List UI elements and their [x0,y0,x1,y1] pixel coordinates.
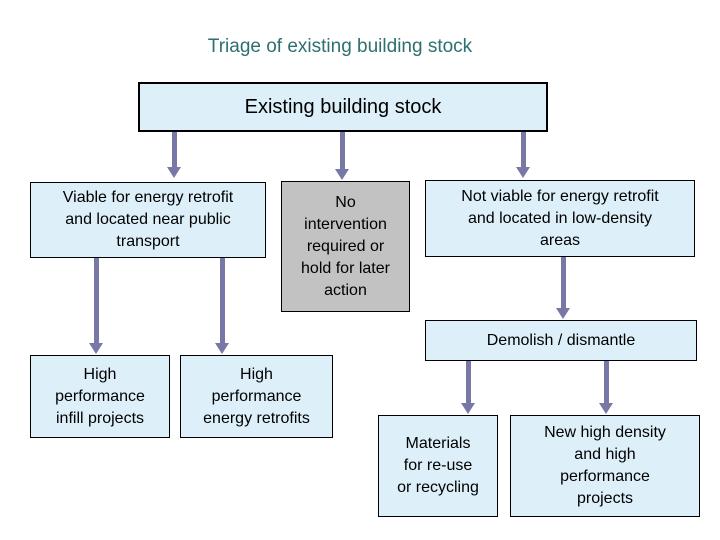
node-demolish-dismantle-label: Demolish / dismantle [486,331,636,349]
node-existing-building-stock-label: Existing building stock [244,96,442,118]
node-high-performance-infill-label: High performance infill projects [55,365,145,427]
arrow-root-to-not-viable [516,132,530,178]
arrow-shaft [560,257,566,310]
arrow-shaft [219,258,225,345]
arrow-head-icon [556,308,570,319]
arrow-shaft [603,361,609,405]
arrow-viable-to-energy-retrofits [215,258,229,354]
arrow-root-to-no-intervention [335,132,349,180]
arrow-viable-to-infill [89,258,103,354]
node-high-performance-energy-retrofits-label: High performance energy retrofits [203,365,310,427]
node-viable-retrofit-label: Viable for energy retrofit and located n… [62,189,234,250]
node-no-intervention: No intervention required or hold for lat… [281,181,410,312]
arrow-demolish-to-materials [461,361,475,414]
node-high-performance-infill: High performance infill projects [30,355,170,438]
node-not-viable-retrofit: Not viable for energy retrofit and locat… [425,180,695,257]
arrow-head-icon [516,167,530,178]
node-existing-building-stock: Existing building stock [138,82,548,132]
arrow-head-icon [215,343,229,354]
arrow-shaft [520,132,526,169]
page-title: Triage of existing building stock [207,36,473,57]
arrow-head-icon [89,343,103,354]
node-no-intervention-label: No intervention required or hold for lat… [301,193,390,299]
arrow-shaft [339,132,345,171]
node-new-high-density-label: New high density and high performance pr… [544,424,666,507]
node-not-viable-retrofit-label: Not viable for energy retrofit and locat… [461,187,659,249]
node-materials-reuse-label: Materials for re-use or recycling [397,435,479,496]
node-materials-reuse: Materials for re-use or recycling [378,415,498,517]
arrow-head-icon [167,167,181,178]
node-demolish-dismantle: Demolish / dismantle [425,320,697,361]
arrow-shaft [465,361,471,405]
arrow-head-icon [461,403,475,414]
arrow-demolish-to-new-projects [599,361,613,414]
arrow-root-to-viable [167,132,181,178]
arrow-shaft [171,132,177,169]
node-new-high-density: New high density and high performance pr… [510,415,700,517]
node-viable-retrofit: Viable for energy retrofit and located n… [30,182,266,258]
arrow-head-icon [599,403,613,414]
node-high-performance-energy-retrofits: High performance energy retrofits [180,355,333,438]
arrow-not-viable-to-demolish [556,257,570,319]
arrow-shaft [93,258,99,345]
arrow-head-icon [335,169,349,180]
